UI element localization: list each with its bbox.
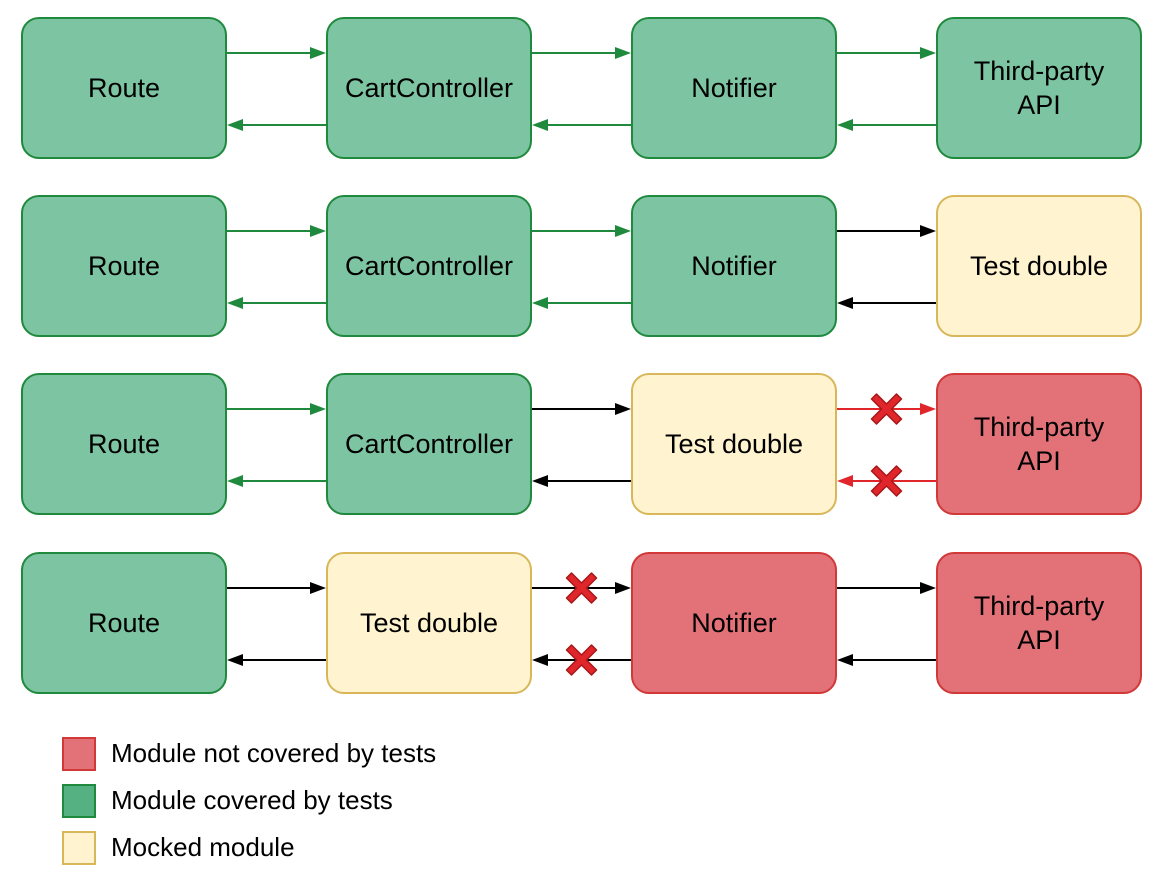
request-arrow-row2-link2 — [532, 225, 631, 237]
legend-swatch-mocked — [62, 830, 96, 865]
module-notifier-row4: Notifier — [631, 552, 837, 694]
arrows-layer — [227, 47, 936, 676]
response-arrow-row2-link1 — [227, 297, 326, 309]
response-arrow-row1-link1 — [227, 119, 326, 131]
legend-label-covered: Module covered by tests — [111, 785, 393, 815]
request-arrow-row3-link2 — [532, 403, 631, 415]
module-third-party-api-row4: Third-party API — [936, 552, 1142, 694]
response-arrow-row2-link3 — [837, 297, 936, 309]
response-arrow-row1-link2 — [532, 119, 631, 131]
legend-item-mocked: Mocked module — [62, 824, 436, 871]
module-notifier-row1: Notifier — [631, 17, 837, 159]
response-arrow-row4-link2 — [532, 654, 631, 666]
legend-swatch-covered — [62, 783, 96, 818]
legend-item-uncovered: Module not covered by tests — [62, 730, 436, 777]
broken-link-x-icon — [565, 572, 598, 604]
response-arrow-row2-link2 — [532, 297, 631, 309]
legend-item-covered: Module covered by tests — [62, 777, 436, 824]
module-route-row3: Route — [21, 373, 227, 515]
module-notifier-row2: Notifier — [631, 195, 837, 337]
request-arrow-row4-link1 — [227, 582, 326, 594]
response-arrow-row3-link1 — [227, 475, 326, 487]
request-arrow-row2-link1 — [227, 225, 326, 237]
module-route-row4: Route — [21, 552, 227, 694]
legend-swatch-uncovered — [62, 736, 96, 771]
response-arrow-row3-link3 — [837, 475, 936, 487]
module-third-party-api-row1: Third-party API — [936, 17, 1142, 159]
broken-link-x-icon — [565, 644, 598, 676]
response-arrow-row4-link3 — [837, 654, 936, 666]
response-arrow-row1-link3 — [837, 119, 936, 131]
broken-link-x-icon — [870, 465, 903, 497]
module-third-party-api-row3: Third-party API — [936, 373, 1142, 515]
request-arrow-row1-link2 — [532, 47, 631, 59]
legend: Module not covered by tests Module cover… — [62, 730, 436, 871]
legend-label-mocked: Mocked module — [111, 832, 295, 862]
request-arrow-row4-link3 — [837, 582, 936, 594]
module-cartcontroller-row2: CartController — [326, 195, 532, 337]
request-arrow-row1-link3 — [837, 47, 936, 59]
module-cartcontroller-row1: CartController — [326, 17, 532, 159]
request-arrow-row3-link1 — [227, 403, 326, 415]
broken-link-x-icon — [870, 393, 903, 425]
response-arrow-row4-link1 — [227, 654, 326, 666]
module-test-double-row3: Test double — [631, 373, 837, 515]
legend-label-uncovered: Module not covered by tests — [111, 738, 437, 768]
module-cartcontroller-row3: CartController — [326, 373, 532, 515]
module-route-row2: Route — [21, 195, 227, 337]
request-arrow-row3-link3 — [837, 403, 936, 415]
response-arrow-row3-link2 — [532, 475, 631, 487]
request-arrow-row4-link2 — [532, 582, 631, 594]
module-route-row1: Route — [21, 17, 227, 159]
module-test-double-row2: Test double — [936, 195, 1142, 337]
module-test-double-row4: Test double — [326, 552, 532, 694]
request-arrow-row2-link3 — [837, 225, 936, 237]
request-arrow-row1-link1 — [227, 47, 326, 59]
